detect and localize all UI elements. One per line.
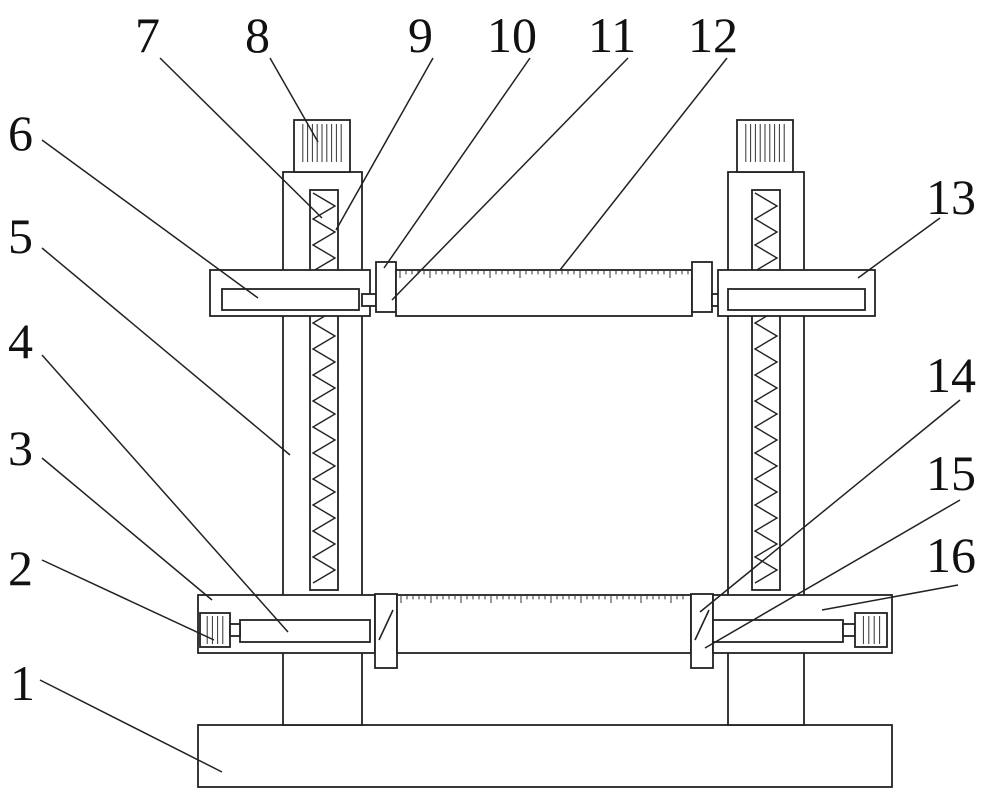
callout-11: 11 (588, 7, 636, 63)
upper-right-clamp (692, 262, 712, 312)
callout-12: 12 (688, 7, 738, 63)
callout-9: 9 (408, 7, 433, 63)
upper-left-connector (362, 294, 376, 306)
lower-right-inner-rod (713, 620, 843, 642)
callout-3: 3 (8, 420, 33, 476)
leader-2 (42, 560, 214, 640)
callout-2: 2 (8, 540, 33, 596)
lower-right-coupling (843, 624, 855, 636)
callout-7: 7 (135, 7, 160, 63)
callout-15: 15 (926, 445, 976, 501)
leader-1 (40, 680, 222, 772)
callout-8: 8 (245, 7, 270, 63)
leader-10 (384, 58, 530, 268)
callout-6: 6 (8, 105, 33, 161)
upper-measuring-bar (396, 270, 692, 316)
lower-right-motor (855, 613, 887, 647)
callout-13: 13 (926, 169, 976, 225)
callout-16: 16 (926, 527, 976, 583)
lower-left-motor (200, 613, 230, 647)
upper-left-inner-rod (222, 289, 359, 310)
lower-left-clamp (375, 594, 397, 668)
lower-left-inner-rod (240, 620, 370, 642)
callout-10: 10 (487, 7, 537, 63)
leader-3 (42, 458, 212, 600)
callout-4: 4 (8, 313, 33, 369)
leader-12 (560, 58, 727, 270)
leader-11 (392, 58, 628, 300)
leader-13 (858, 218, 940, 278)
upper-left-clamp (376, 262, 396, 312)
callout-14: 14 (926, 347, 976, 403)
lower-right-clamp (691, 594, 713, 668)
leader-4 (42, 355, 288, 632)
lower-left-coupling (230, 624, 240, 636)
lower-measuring-bar (397, 595, 691, 653)
callout-5: 5 (8, 208, 33, 264)
callout-1: 1 (10, 655, 35, 711)
upper-right-inner-rod (728, 289, 865, 310)
base-plate (198, 725, 892, 787)
